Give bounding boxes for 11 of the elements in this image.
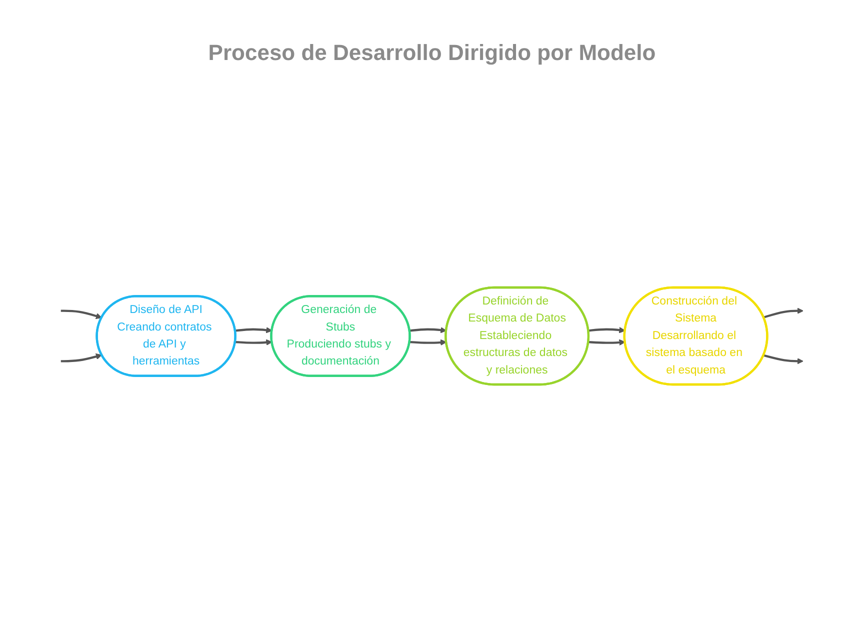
arrow [60,310,102,320]
arrow [60,353,102,362]
arrow [588,326,626,334]
arrow [410,326,447,334]
arrow [235,326,272,334]
arrow [763,354,804,364]
arrow [235,339,272,346]
arrow [588,339,626,346]
arrow [763,308,804,318]
diagram-title: Proceso de Desarrollo Dirigido por Modelo [207,40,657,66]
arrow [410,339,447,346]
